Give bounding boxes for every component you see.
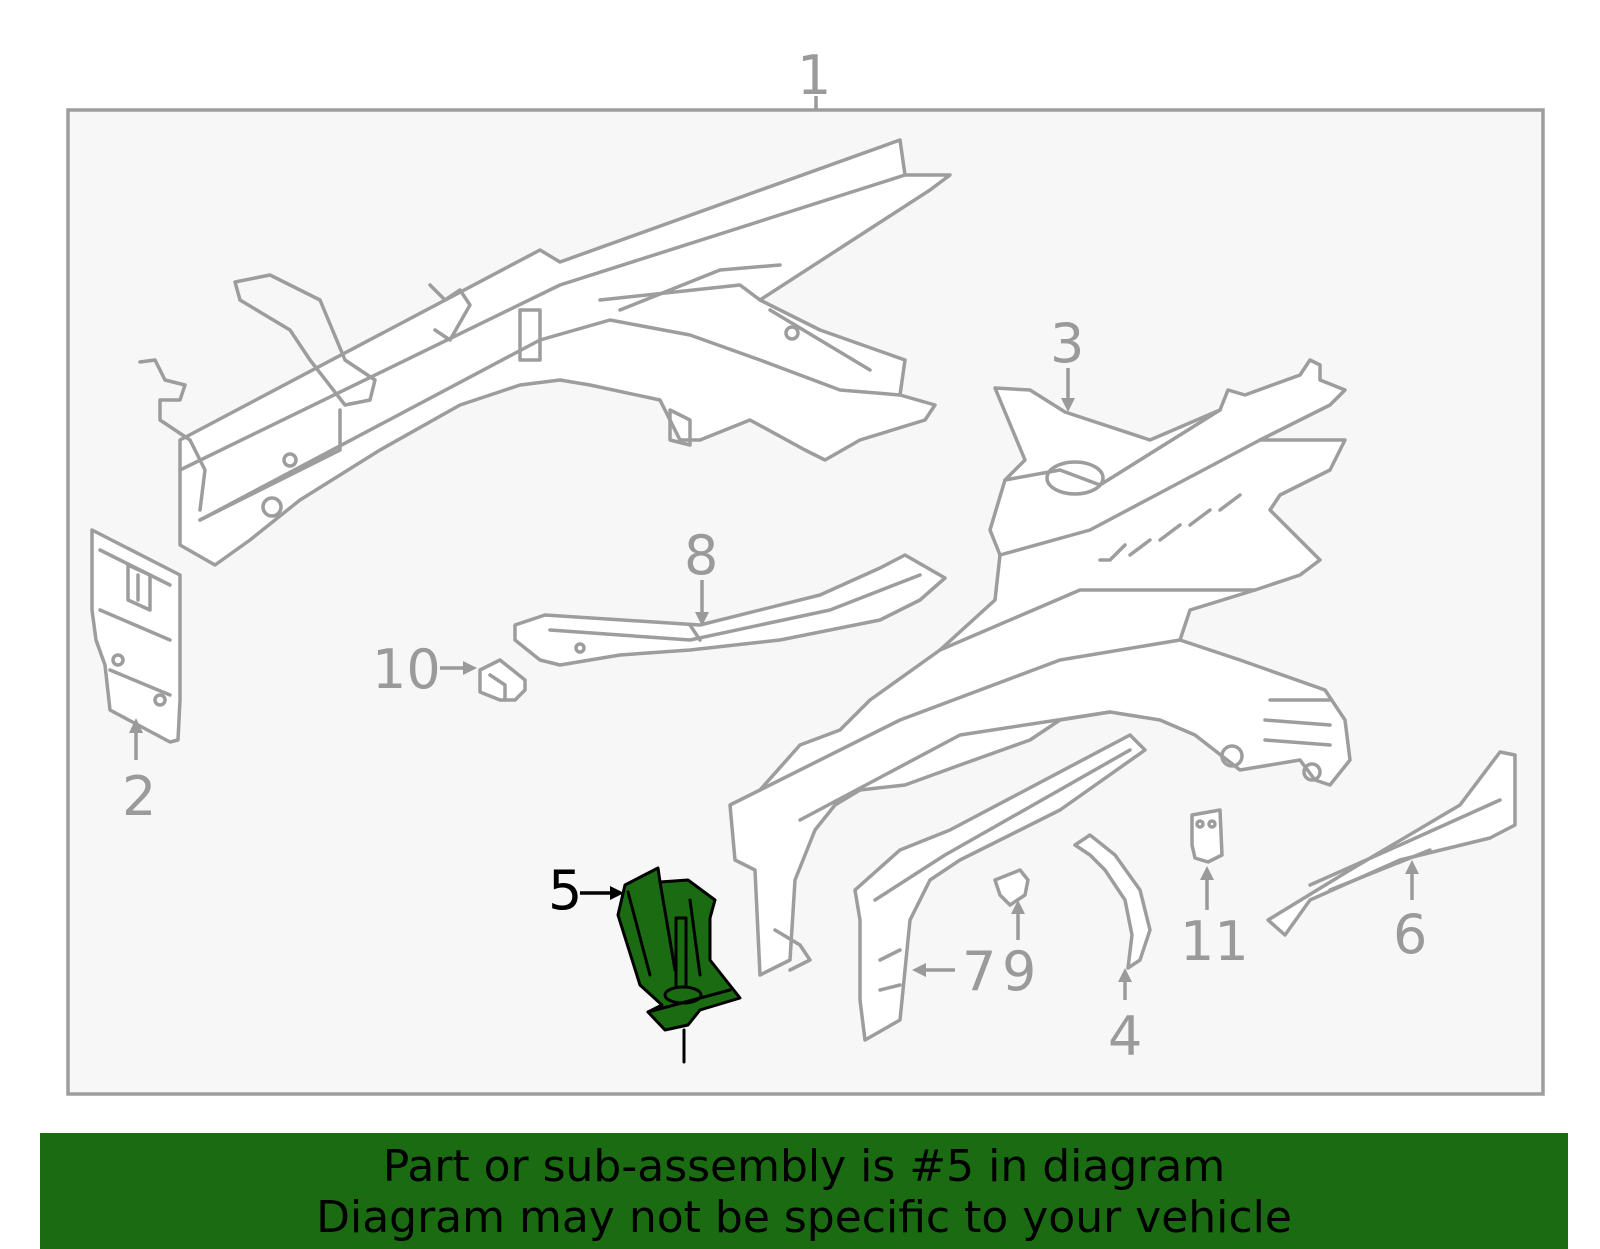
callout-7: 7 [962, 940, 996, 1003]
callout-3: 3 [1050, 312, 1084, 375]
part-7-apron[interactable] [853, 733, 1147, 1042]
part-2-bracket[interactable] [90, 528, 182, 744]
part-9-gusset[interactable] [993, 868, 1030, 907]
part-6-reinforcement[interactable] [1266, 750, 1517, 937]
callout-4: 4 [1108, 1005, 1142, 1068]
callout-11: 11 [1180, 910, 1249, 973]
banner-line-part: Part or sub-assembly is #5 in diagram [382, 1141, 1226, 1192]
callout-1: 1 [797, 44, 831, 107]
callout-2: 2 [122, 765, 156, 828]
callout-6: 6 [1393, 903, 1427, 966]
callout-9: 9 [1002, 940, 1036, 1003]
part-front-side-member-left[interactable] [138, 138, 952, 567]
part-10-bracket[interactable] [478, 658, 527, 702]
part-5-highlighted[interactable] [616, 866, 742, 1064]
part-11-bracket[interactable] [1190, 808, 1224, 864]
banner-line-disclaimer: Diagram may not be specific to your vehi… [316, 1192, 1292, 1243]
part-8-rail[interactable] [513, 553, 947, 667]
leader-lines [129, 368, 1419, 1000]
callout-5: 5 [548, 859, 582, 922]
part-4-extension[interactable] [1073, 833, 1152, 970]
info-banner: Part or sub-assembly is #5 in diagram Di… [40, 1133, 1568, 1249]
callout-8: 8 [684, 524, 718, 587]
part-front-side-member-right[interactable] [728, 358, 1352, 977]
callout-10: 10 [372, 638, 441, 701]
